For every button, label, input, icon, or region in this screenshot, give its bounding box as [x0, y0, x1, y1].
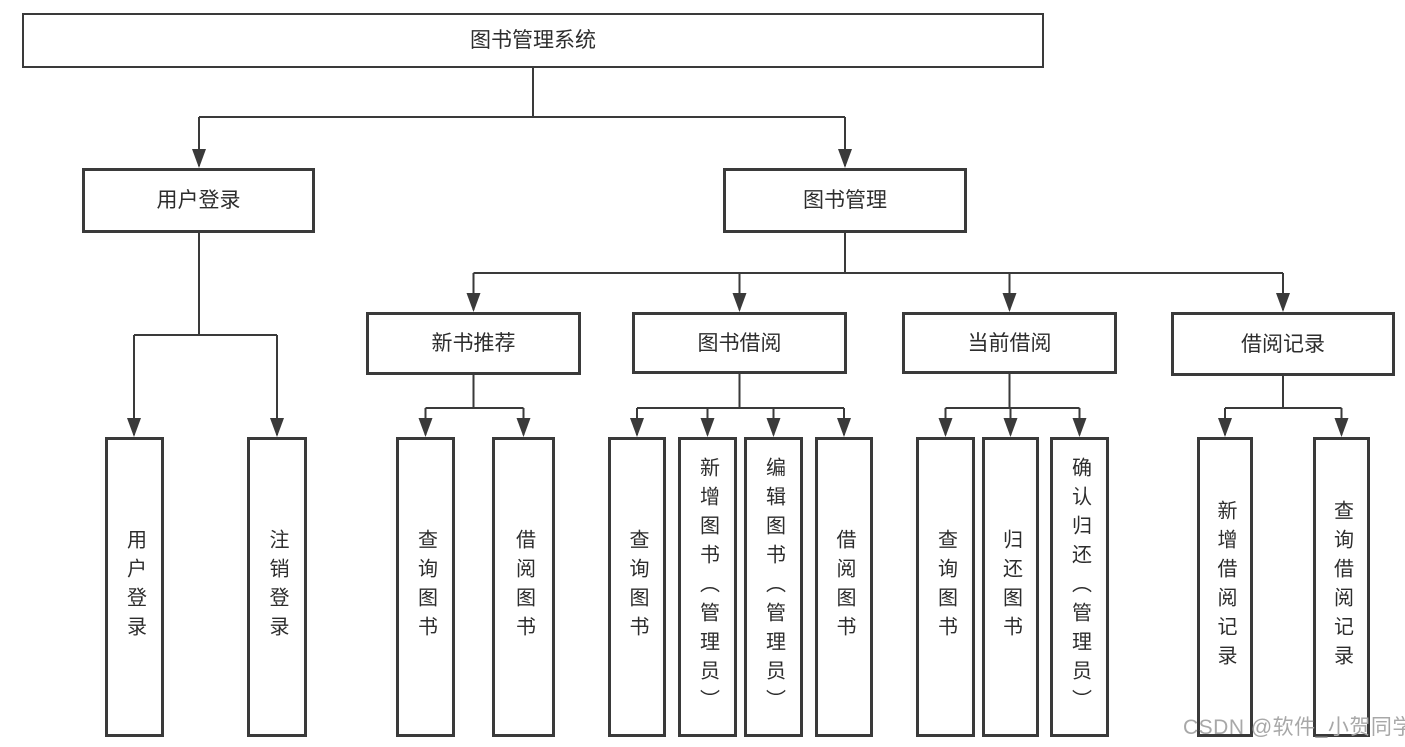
node-current-borrow: 当前借阅 [902, 312, 1117, 374]
edges-book-management [466, 233, 1290, 312]
node-root: 图书管理系统 [22, 13, 1044, 68]
node-book-borrow: 图书借阅 [632, 312, 847, 374]
node-new-book-recommend: 新书推荐 [366, 312, 581, 375]
leaf-borrow-query-book: 查询图书 [608, 437, 666, 737]
leaf-borrow-edit-book-admin: 编辑图书（管理员） [744, 437, 803, 737]
leaf-logout: 注销登录 [247, 437, 307, 737]
csdn-watermark: CSDN @软件_小贺同学 [1183, 716, 1405, 739]
leaf-record-query-record: 查询借阅记录 [1313, 437, 1370, 737]
leaf-current-confirm-return-admin: 确认归还（管理员） [1050, 437, 1109, 737]
edges-new-book-recommend [418, 375, 531, 437]
node-user-login: 用户登录 [82, 168, 315, 233]
leaf-borrow-add-book-admin: 新增图书（管理员） [678, 437, 737, 737]
leaf-current-return-book: 归还图书 [982, 437, 1039, 737]
edges-book-borrow [630, 374, 851, 437]
leaf-record-add-record: 新增借阅记录 [1197, 437, 1253, 737]
edges-root [192, 68, 852, 168]
edges-borrow-record [1218, 376, 1349, 437]
edges-current-borrow [938, 374, 1087, 437]
leaf-borrow-borrow-book: 借阅图书 [815, 437, 873, 737]
leaf-recommend-borrow-book: 借阅图书 [492, 437, 555, 737]
leaf-recommend-query-book: 查询图书 [396, 437, 455, 737]
node-borrow-record: 借阅记录 [1171, 312, 1395, 376]
leaf-current-query-book: 查询图书 [916, 437, 975, 737]
edges-user-login [127, 233, 284, 437]
node-book-management: 图书管理 [723, 168, 967, 233]
leaf-user-login: 用户登录 [105, 437, 164, 737]
